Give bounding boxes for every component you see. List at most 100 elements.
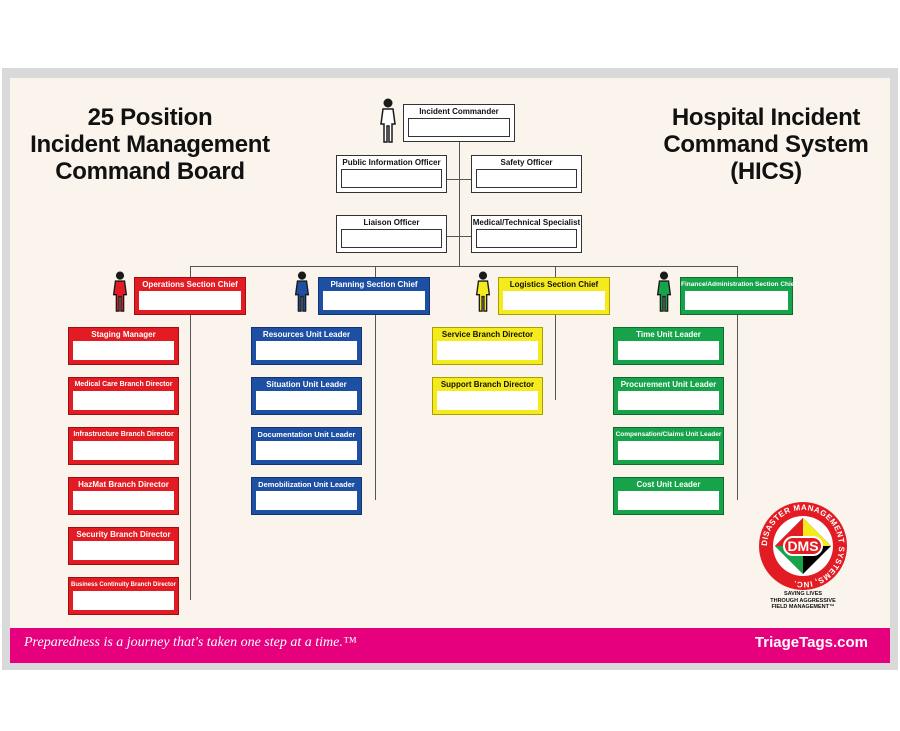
planning-person-icon [294,271,310,312]
compensation-claims-unit-leader-name-slot[interactable] [618,441,719,460]
medical-care-branch-director-name-slot[interactable] [73,391,174,410]
logo-tagline-line-1: SAVING LIVES [783,591,823,597]
hazmat-branch-director-label: HazMat Branch Director [78,480,169,489]
business-continuity-branch-director-name-slot[interactable] [73,591,174,610]
security-branch-director-box: Security Branch Director [68,527,179,565]
security-branch-director-name-slot[interactable] [73,541,174,560]
compensation-claims-unit-leader-box: Compensation/Claims Unit Leader [613,427,724,465]
staff-connector-bottom [447,236,471,237]
documentation-unit-leader-label: Documentation Unit Leader [257,430,356,439]
service-branch-director-name-slot[interactable] [437,341,538,360]
cost-unit-leader-box: Cost Unit Leader [613,477,724,515]
liaison-officer-name-slot[interactable] [341,229,442,248]
procurement-unit-leader-name-slot[interactable] [618,391,719,410]
system-title-line-1: Hospital Incident [671,104,861,131]
security-branch-director-label: Security Branch Director [76,530,171,539]
demobilization-unit-leader-name-slot[interactable] [256,491,357,510]
staff-connector-top [447,179,471,180]
dms-logo: DISASTER MANAGEMENT SYSTEMS, INC. DMS [759,502,847,590]
medical-technical-specialist-name-slot[interactable] [476,229,577,248]
medical-care-branch-director-box: Medical Care Branch Director [68,377,179,415]
situation-unit-leader-name-slot[interactable] [256,391,357,410]
staging-manager-name-slot[interactable] [73,341,174,360]
system-title: Hospital Incident Command System (HICS) [660,104,872,185]
footer-band [10,628,890,663]
staging-manager-box: Staging Manager [68,327,179,365]
cost-unit-leader-name-slot[interactable] [618,491,719,510]
board-title-line-3: Command Board [55,158,245,185]
public-information-officer-box: Public Information Officer [336,155,447,193]
service-branch-director-box: Service Branch Director [432,327,543,365]
service-branch-director-label: Service Branch Director [441,330,534,339]
business-continuity-branch-director-box: Business Continuity Branch Director [68,577,179,615]
infrastructure-branch-director-label: Infrastructure Branch Director [73,431,174,438]
operations-section-chief-name-slot[interactable] [139,291,241,310]
planning-section-chief-label: Planning Section Chief [330,280,418,289]
logo-tagline-line-3: FIELD MANAGEMENT™ [771,604,835,610]
incident-commander-person-icon [380,98,396,143]
public-information-officer-name-slot[interactable] [341,169,442,188]
logistics-section-chief-name-slot[interactable] [503,291,605,310]
infrastructure-branch-director-name-slot[interactable] [73,441,174,460]
time-unit-leader-box: Time Unit Leader [613,327,724,365]
board-title-line-2: Incident Management [30,131,270,158]
logo-tagline-line-2: THROUGH AGGRESSIVE [770,597,836,604]
business-continuity-branch-director-label: Business Continuity Branch Director [70,582,177,588]
compensation-claims-unit-leader-label: Compensation/Claims Unit Leader [615,431,722,438]
footer-site-link[interactable]: TriageTags.com [754,634,868,651]
logo-tagline: SAVING LIVES THROUGH AGGRESSIVE FIELD MA… [748,591,858,611]
planning-section-chief-box: Planning Section Chief [318,277,430,315]
safety-officer-label: Safety Officer [500,158,553,167]
system-title-line-2: Command System [663,131,869,158]
safety-officer-name-slot[interactable] [476,169,577,188]
planning-section-chief-name-slot[interactable] [323,291,425,310]
liaison-officer-box: Liaison Officer [336,215,447,253]
support-branch-director-label: Support Branch Director [440,380,535,389]
hazmat-branch-director-name-slot[interactable] [73,491,174,510]
finance-section-chief-label: Finance/Administration Section Chief [681,281,797,288]
logistics-section-chief-label: Logistics Section Chief [509,280,599,289]
incident-commander-name-slot[interactable] [408,118,510,137]
infrastructure-branch-director-box: Infrastructure Branch Director [68,427,179,465]
ops-drop-line [190,266,191,277]
resources-unit-leader-box: Resources Unit Leader [251,327,362,365]
procurement-unit-leader-box: Procurement Unit Leader [613,377,724,415]
footer-tagline: Preparedness is a journey that's taken o… [24,635,357,650]
operations-section-chief-box: Operations Section Chief [134,277,246,315]
procurement-unit-leader-label: Procurement Unit Leader [620,380,717,389]
board-title-line-1: 25 Position [87,104,213,131]
demobilization-unit-leader-label: Demobilization Unit Leader [258,480,355,489]
finance-person-icon [656,271,672,312]
operations-section-chief-label: Operations Section Chief [142,280,238,289]
hazmat-branch-director-box: HazMat Branch Director [68,477,179,515]
time-unit-leader-name-slot[interactable] [618,341,719,360]
medical-care-branch-director-label: Medical Care Branch Director [74,381,173,388]
resources-unit-leader-label: Resources Unit Leader [262,330,351,339]
section-bus-line [190,266,738,267]
board-title: 25 Position Incident Management Command … [30,104,270,185]
support-branch-director-box: Support Branch Director [432,377,543,415]
documentation-unit-leader-box: Documentation Unit Leader [251,427,362,465]
finance-section-chief-box: Finance/Administration Section Chief [680,277,797,315]
support-branch-director-name-slot[interactable] [437,391,538,410]
logistics-section-chief-box: Logistics Section Chief [498,277,610,315]
finance-section-chief-name-slot[interactable] [685,291,788,310]
system-title-line-3: (HICS) [730,158,802,185]
situation-unit-leader-label: Situation Unit Leader [266,380,347,389]
trunk-line [459,142,460,266]
medical-technical-specialist-label: Medical/Technical Specialist [472,218,581,227]
liaison-officer-label: Liaison Officer [363,218,420,227]
medical-technical-specialist-box: Medical/Technical Specialist [471,215,582,253]
finance-unit-spine [737,315,738,500]
planning-drop-line [375,266,376,277]
planning-unit-spine [375,315,376,500]
logo-center-text: DMS [787,538,818,554]
demobilization-unit-leader-box: Demobilization Unit Leader [251,477,362,515]
logistics-drop-line [555,266,556,277]
cost-unit-leader-label: Cost Unit Leader [636,480,701,489]
ops-unit-spine [190,315,191,600]
time-unit-leader-label: Time Unit Leader [636,330,701,339]
documentation-unit-leader-name-slot[interactable] [256,441,357,460]
public-information-officer-label: Public Information Officer [342,158,441,167]
resources-unit-leader-name-slot[interactable] [256,341,357,360]
